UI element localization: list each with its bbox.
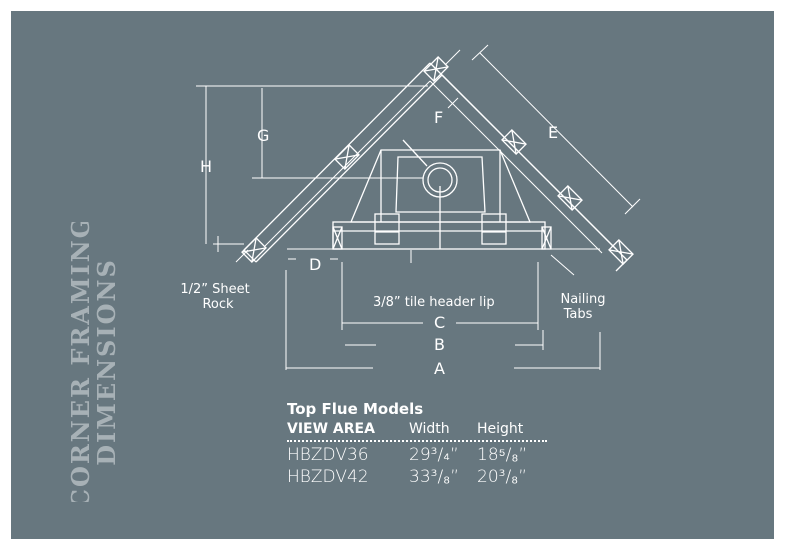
header-view-area: VIEW AREA xyxy=(287,421,375,437)
label-g: G xyxy=(257,126,269,145)
fireplace-unit xyxy=(287,149,600,250)
label-c: C xyxy=(434,313,445,332)
label-d: D xyxy=(309,255,321,274)
table-title: Top Flue Models xyxy=(287,400,424,418)
model-name: HBZDV36 xyxy=(287,445,369,465)
header-width: Width xyxy=(409,421,450,437)
label-b: B xyxy=(434,335,445,354)
table-row: HBZDV36 29³/₄” 18⁵/₈” xyxy=(287,444,547,466)
label-sheet-rock-2: Rock xyxy=(202,297,234,312)
model-width: 29³/₄” xyxy=(409,445,459,465)
side-title-line1: CORNER FRAMING xyxy=(66,222,95,502)
side-title: CORNER FRAMING DIMENSIONS xyxy=(66,222,121,502)
view-area-table: Top Flue Models VIEW AREA Width Height H… xyxy=(287,399,547,488)
header-height: Height xyxy=(477,421,524,437)
flue-icon xyxy=(402,139,458,198)
label-nailing-2: Tabs xyxy=(563,307,593,322)
model-height: 18⁵/₈” xyxy=(477,445,528,465)
right-wall xyxy=(429,62,634,272)
model-height: 20³/₈” xyxy=(477,467,528,487)
table-header-row: VIEW AREA Width Height xyxy=(287,419,547,442)
background-panel xyxy=(11,11,774,539)
label-h: H xyxy=(200,157,212,176)
label-e: E xyxy=(548,123,558,142)
label-a: A xyxy=(434,359,445,378)
model-width: 33³/₈” xyxy=(409,467,460,487)
label-nailing-1: Nailing xyxy=(560,292,605,307)
model-name: HBZDV42 xyxy=(287,467,369,487)
side-title-line2: DIMENSIONS xyxy=(92,258,121,466)
table-row: HBZDV42 33³/₈” 20³/₈” xyxy=(287,466,547,488)
label-f: F xyxy=(434,108,443,127)
label-sheet-rock-1: 1/2” Sheet xyxy=(180,282,249,297)
label-tile-lip: 3/8” tile header lip xyxy=(373,295,495,310)
